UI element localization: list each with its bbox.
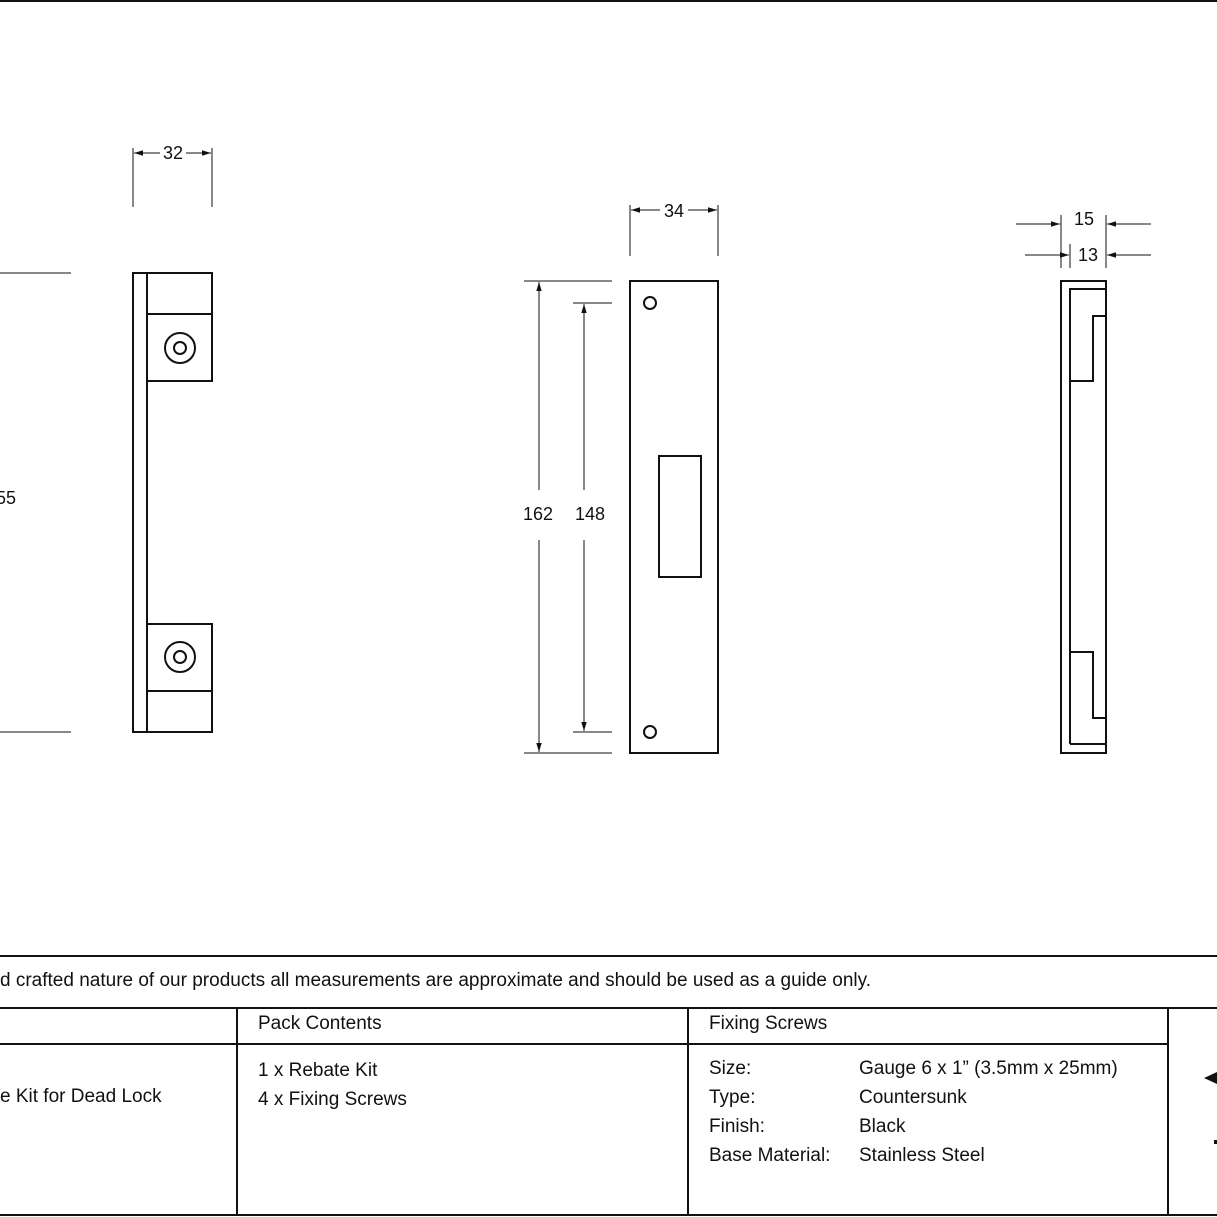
dim-162-label: 162 <box>523 504 553 524</box>
spec-value: Countersunk <box>859 1087 967 1108</box>
logo-partial-icon <box>1214 1140 1217 1144</box>
spec-label: Finish: <box>709 1116 765 1137</box>
spec-value: Gauge 6 x 1” (3.5mm x 25mm) <box>859 1058 1118 1079</box>
bolt-slot <box>658 455 702 578</box>
spec-label: Type: <box>709 1087 756 1108</box>
spec-row: Base Material: Stainless Steel <box>709 1141 1118 1170</box>
spec-value: Black <box>859 1116 906 1137</box>
dim-13-label: 13 <box>1078 245 1098 265</box>
screw-hole-icon <box>164 641 196 673</box>
pack-item: 4 x Fixing Screws <box>258 1089 407 1110</box>
screw-hole-icon <box>164 332 196 364</box>
fixing-screws-header: Fixing Screws <box>709 1013 828 1034</box>
fixing-hole-icon <box>643 725 657 739</box>
pack-item: 1 x Rebate Kit <box>258 1060 378 1081</box>
view-side-profile: 32 55 <box>0 143 214 733</box>
dim-55-label: 55 <box>0 488 16 508</box>
spec-label: Size: <box>709 1058 752 1079</box>
front-plate-outline <box>629 280 719 754</box>
logo-partial-icon <box>1204 1072 1217 1084</box>
spec-row: Size: Gauge 6 x 1” (3.5mm x 25mm) <box>709 1054 1118 1083</box>
view-edge-profile: 15 13 <box>1016 209 1151 754</box>
dim-32-label: 32 <box>163 143 183 163</box>
edge-outline <box>1060 280 1107 754</box>
pack-contents-header: Pack Contents <box>258 1013 382 1034</box>
fixing-hole-icon <box>643 296 657 310</box>
measurement-note: d crafted nature of our products all mea… <box>0 970 872 991</box>
spec-value: Stainless Steel <box>859 1145 985 1166</box>
fixing-screws-table: Size: Gauge 6 x 1” (3.5mm x 25mm) Type: … <box>709 1054 1118 1170</box>
spec-label: Base Material: <box>709 1145 831 1166</box>
dim-148-label: 148 <box>575 504 605 524</box>
dim-34-label: 34 <box>664 201 684 221</box>
product-name-partial: e Kit for Dead Lock <box>0 1086 162 1107</box>
dim-15-label: 15 <box>1074 209 1094 229</box>
spec-row: Type: Countersunk <box>709 1083 1118 1112</box>
spec-row: Finish: Black <box>709 1112 1118 1141</box>
pack-contents-list: 1 x Rebate Kit 4 x Fixing Screws <box>258 1056 407 1114</box>
view-front-plate: 34 162 148 <box>523 201 719 754</box>
